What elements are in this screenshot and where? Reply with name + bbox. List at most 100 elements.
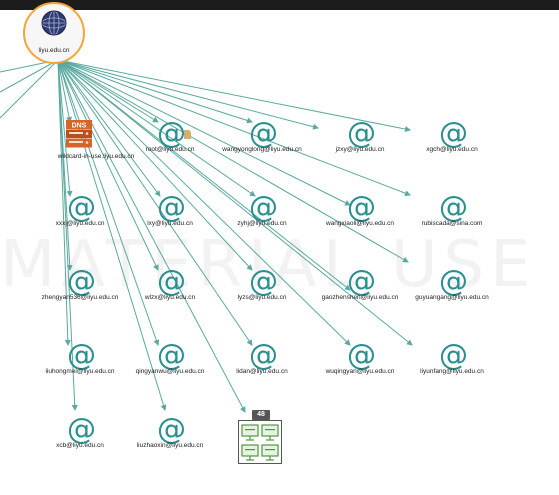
edge	[57, 59, 413, 346]
email-node-label: zhengyan536@liyu.edu.cn	[41, 294, 119, 301]
computer-cluster-node[interactable]: 48	[238, 410, 284, 466]
at-sign-icon: @	[249, 338, 278, 372]
edge	[57, 59, 167, 411]
edge	[0, 59, 59, 119]
email-node[interactable]: @zyhj@liyu.edu.cn	[202, 192, 322, 227]
at-sign-icon: @	[439, 338, 468, 372]
at-sign-icon: @	[249, 190, 278, 224]
at-sign-icon: @	[439, 264, 468, 298]
email-node-label: lidan@liyu.edu.cn	[236, 368, 288, 375]
watermark: MATERIAL USE	[0, 228, 537, 302]
email-node-label: zyhj@liyu.edu.cn	[237, 220, 287, 227]
email-node-label: guyuangang@liyu.edu.cn	[415, 294, 489, 301]
edge	[57, 59, 159, 123]
at-sign-icon: @	[347, 190, 376, 224]
dns-server-icon: DNS	[66, 120, 92, 152]
email-node-label: wangxiaoli@liyu.edu.cn	[325, 220, 395, 227]
dns-node[interactable]: DNS wildcard-in-use.liyu.edu.cn	[58, 120, 134, 160]
computer-group-icon	[238, 420, 282, 464]
edge	[57, 59, 71, 346]
at-sign-icon: @	[67, 338, 96, 372]
edge	[57, 59, 159, 271]
edge	[57, 59, 411, 197]
email-node[interactable]: @liyunfang@liyu.edu.cn	[392, 340, 512, 375]
email-node-label: jzxy@liyu.edu.cn	[335, 146, 385, 153]
edge	[0, 59, 59, 93]
email-node-label: gaozhenshen@liyu.edu.cn	[321, 294, 399, 301]
at-sign-icon: @	[157, 190, 186, 224]
email-node-label: liyunfang@liyu.edu.cn	[420, 368, 484, 375]
email-node-label: liuzhaoxin@liyu.edu.cn	[136, 442, 204, 449]
cluster-count-badge: 48	[252, 410, 270, 420]
dns-node-label: wildcard-in-use.liyu.edu.cn	[57, 153, 135, 160]
email-node[interactable]: @xcb@liyu.edu.cn	[20, 414, 140, 449]
email-node[interactable]: @rubiscada@sina.com	[392, 192, 512, 227]
at-sign-icon: @	[157, 338, 186, 372]
edge	[57, 59, 73, 197]
edge	[57, 59, 256, 197]
email-node-label: xcb@liyu.edu.cn	[56, 442, 104, 449]
at-sign-icon: @	[249, 264, 278, 298]
email-node[interactable]: @wangxiaoli@liyu.edu.cn	[300, 192, 420, 227]
edge	[57, 59, 253, 124]
at-sign-icon: @	[439, 116, 468, 150]
email-node[interactable]: @xgch@liyu.edu.cn	[392, 118, 512, 153]
email-node[interactable]: @lidan@liyu.edu.cn	[202, 340, 322, 375]
at-sign-icon: @	[347, 338, 376, 372]
edge	[57, 59, 160, 346]
email-node[interactable]: @zhengyan536@liyu.edu.cn	[20, 266, 140, 301]
email-node-label: xgch@liyu.edu.cn	[426, 146, 478, 153]
email-node[interactable]: @xxxj@liyu.edu.cn	[20, 192, 140, 227]
globe-icon	[41, 10, 67, 41]
email-node-label: wuqingyan@liyu.edu.cn	[325, 368, 395, 375]
edge	[57, 59, 253, 346]
at-sign-icon: @	[67, 190, 96, 224]
edge	[57, 59, 72, 123]
dns-icon-text: DNS	[72, 123, 87, 130]
at-sign-icon: @	[67, 412, 96, 446]
email-node[interactable]: @jzxy@liyu.edu.cn	[300, 118, 420, 153]
email-node[interactable]: @wlzx@liyu.edu.cn	[110, 266, 230, 301]
email-node[interactable]: @qingyanwu@liyu.edu.cn	[110, 340, 230, 375]
at-sign-icon: @	[347, 116, 376, 150]
email-node[interactable]: @wuqingyan@liyu.edu.cn	[300, 340, 420, 375]
at-sign-icon: @	[249, 116, 278, 150]
edge	[57, 59, 78, 411]
edge	[57, 59, 351, 206]
edge	[57, 59, 161, 197]
email-node[interactable]: @liuzhaoxin@liyu.edu.cn	[110, 414, 230, 449]
email-node[interactable]: @lyzs@liyu.edu.cn	[202, 266, 322, 301]
at-sign-icon: @	[439, 190, 468, 224]
email-node[interactable]: @liuhongmei@liyu.edu.cn	[20, 340, 140, 375]
edge	[57, 59, 246, 413]
at-sign-icon: @	[67, 264, 96, 298]
email-node-label: wangyonglong@liyu.edu.cn	[222, 146, 302, 153]
email-node-label: lyzs@liyu.edu.cn	[237, 294, 287, 301]
note-icon	[184, 126, 191, 144]
email-node[interactable]: @lxy@liyu.edu.cn	[110, 192, 230, 227]
email-node-label: wlzx@liyu.edu.cn	[144, 294, 196, 301]
at-sign-icon: @	[157, 412, 186, 446]
edge	[57, 59, 351, 346]
at-sign-icon: @	[157, 264, 186, 298]
edge	[57, 59, 409, 263]
edge	[57, 59, 319, 130]
email-node[interactable]: @wangyonglong@liyu.edu.cn	[202, 118, 322, 153]
top-toolbar	[0, 0, 559, 10]
email-node-label: liuhongmei@liyu.edu.cn	[45, 368, 115, 375]
edge	[57, 59, 351, 291]
email-node-label: lxy@liyu.edu.cn	[147, 220, 193, 227]
root-domain-node[interactable]: liyu.edu.cn	[23, 2, 85, 64]
email-node-label: qingyanwu@liyu.edu.cn	[135, 368, 205, 375]
at-sign-icon: @	[157, 116, 186, 150]
email-node-label: xxxj@liyu.edu.cn	[55, 220, 105, 227]
email-node-label: rubiscada@sina.com	[421, 220, 483, 227]
email-node[interactable]: @guyuangang@liyu.edu.cn	[392, 266, 512, 301]
root-domain-label: liyu.edu.cn	[38, 47, 70, 54]
at-sign-icon: @	[347, 264, 376, 298]
edge	[57, 59, 253, 271]
edge	[57, 59, 411, 132]
email-node[interactable]: @gaozhenshen@liyu.edu.cn	[300, 266, 420, 301]
email-node[interactable]: @root@liyu.edu.cn	[110, 118, 230, 153]
